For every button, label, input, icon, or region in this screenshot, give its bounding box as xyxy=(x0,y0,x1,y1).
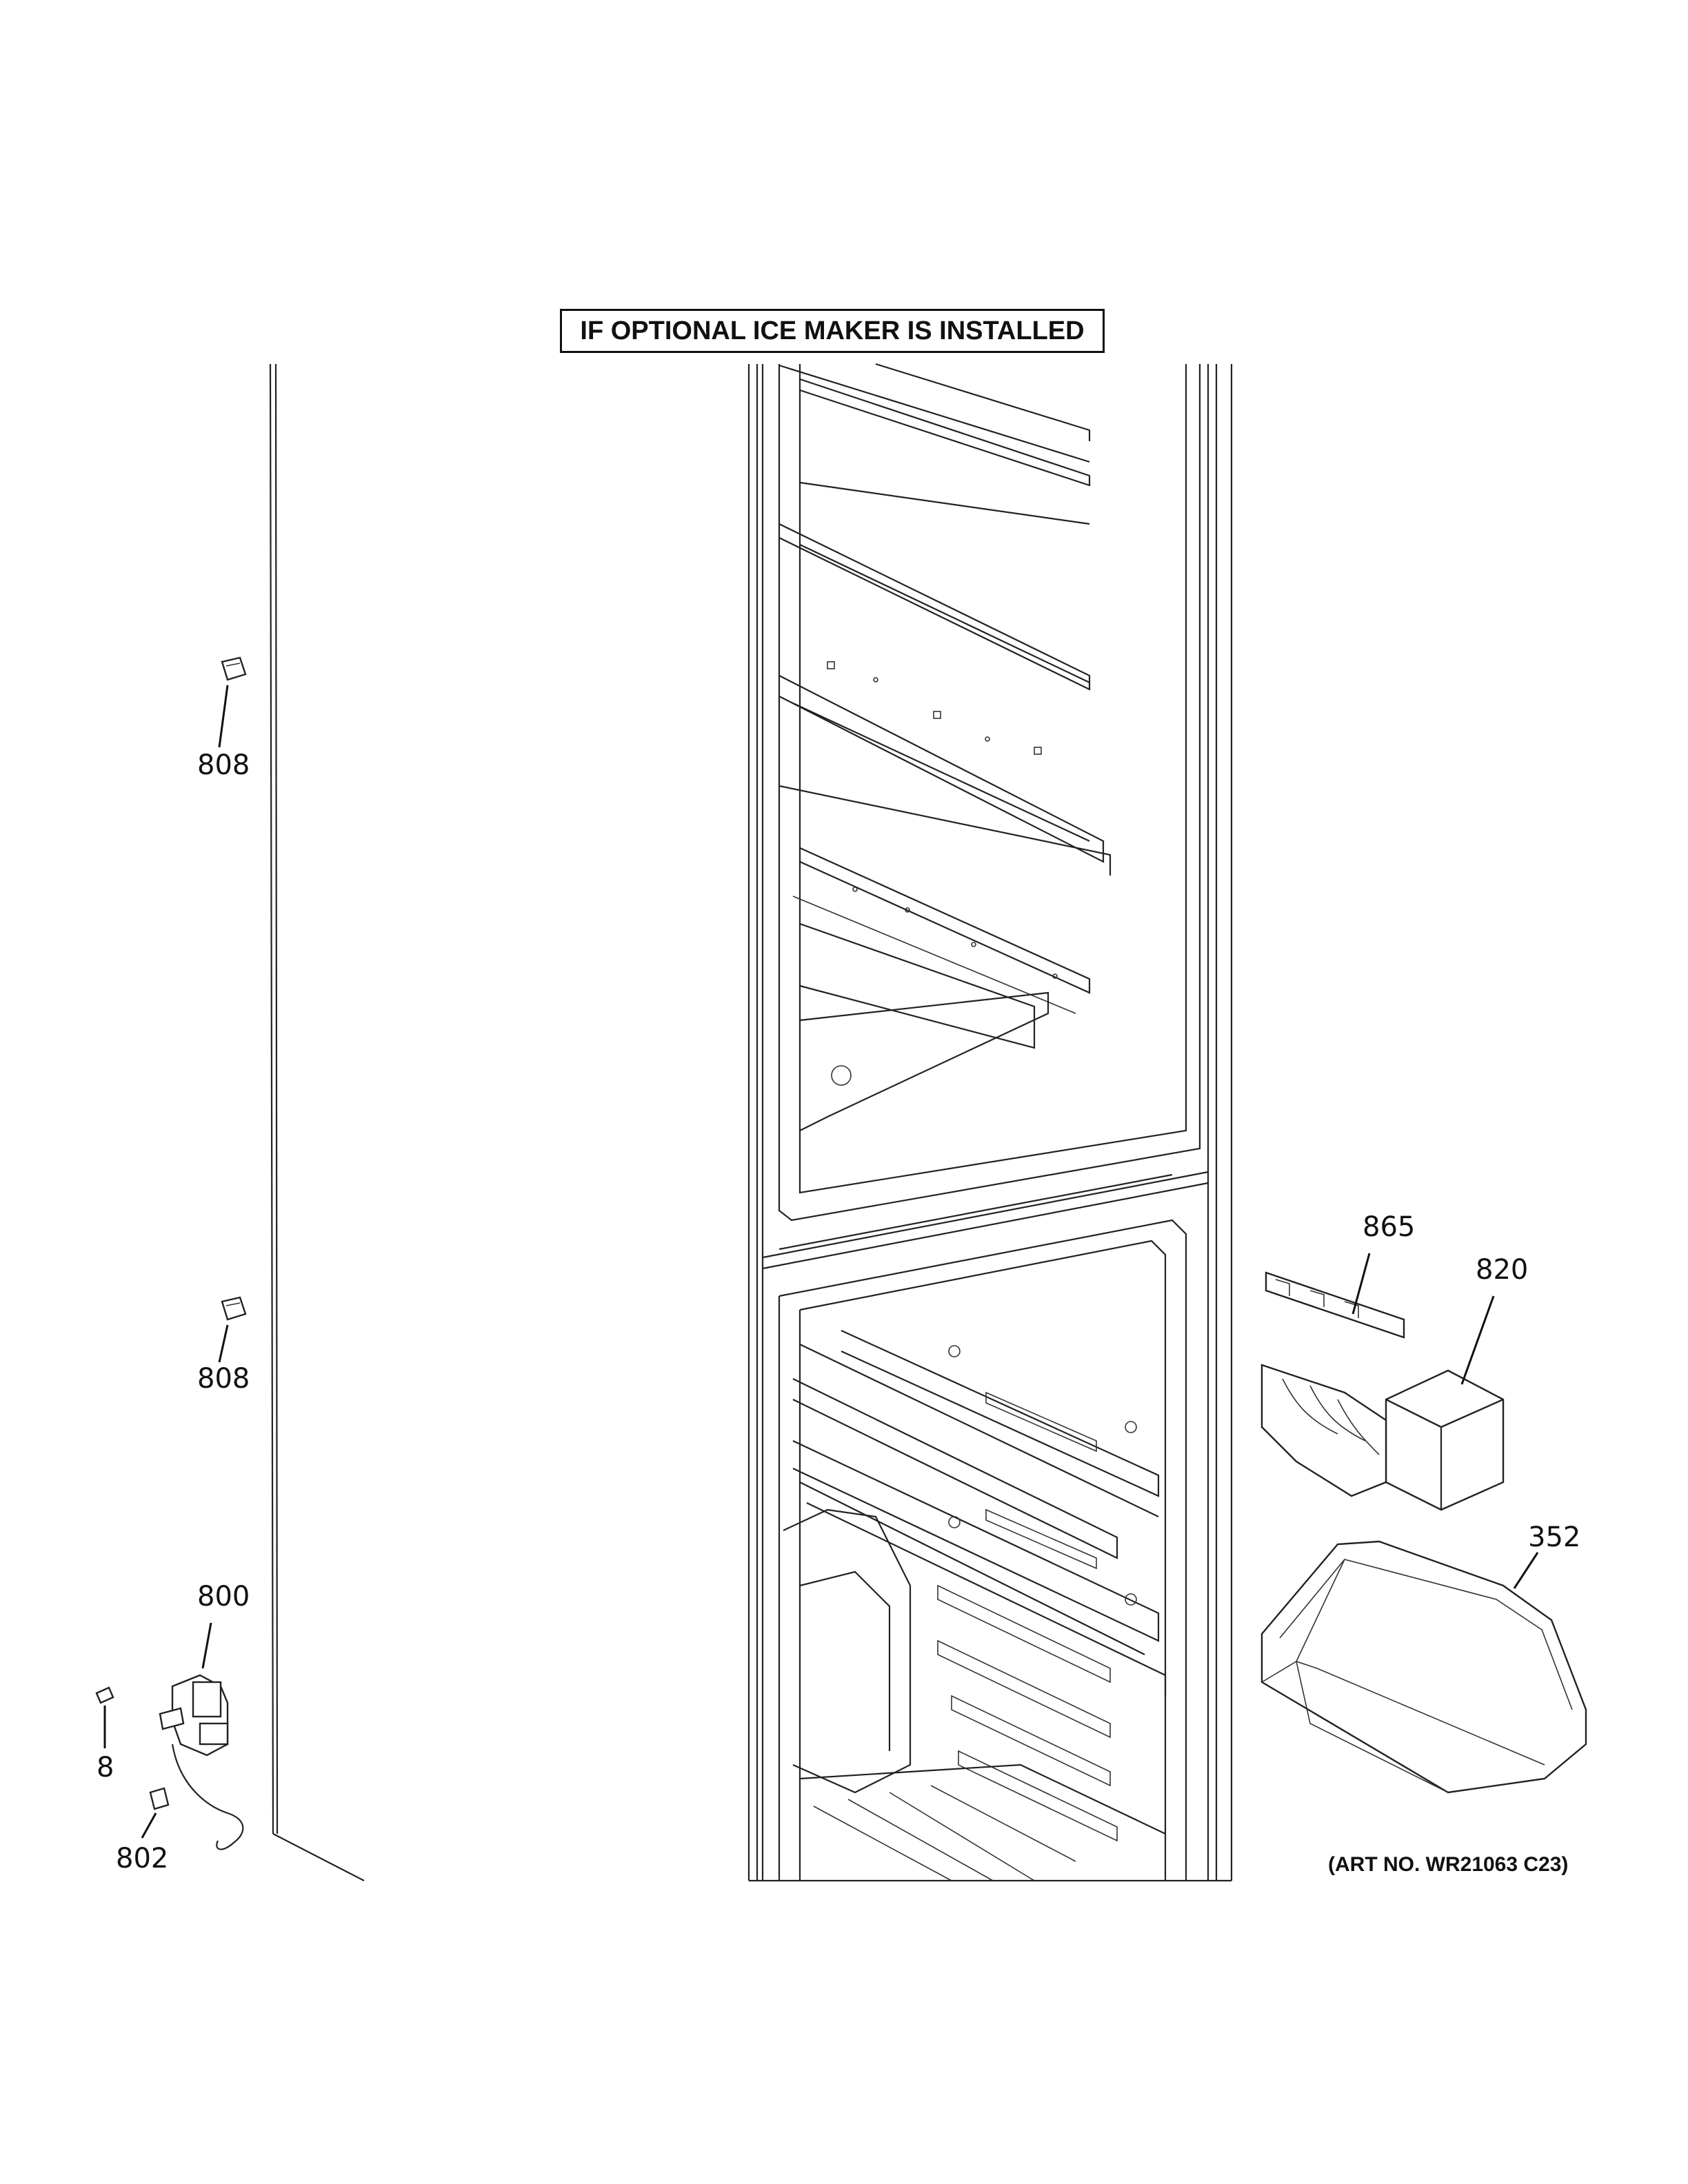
part-820-ice-maker xyxy=(1260,1295,1505,1511)
part-800-water-valve xyxy=(159,1622,244,1850)
callout-800: 800 xyxy=(197,1581,250,1612)
callout-808-middle: 808 xyxy=(197,1363,250,1395)
ice-maker-notice: IF OPTIONAL ICE MAKER IS INSTALLED xyxy=(560,309,1105,353)
callout-802: 802 xyxy=(116,1843,169,1874)
door-edge xyxy=(269,363,365,1881)
part-352-ice-bucket xyxy=(1260,1540,1587,1794)
callout-8: 8 xyxy=(97,1752,114,1783)
part-865-bracket xyxy=(1265,1253,1405,1339)
callout-820: 820 xyxy=(1476,1254,1529,1286)
part-808-plug-top xyxy=(218,656,247,748)
part-808-plug-middle xyxy=(218,1296,247,1363)
refrigerator-cabinet xyxy=(747,363,1233,1882)
callout-808-top: 808 xyxy=(197,749,250,781)
callout-865: 865 xyxy=(1363,1211,1416,1243)
callout-352: 352 xyxy=(1528,1521,1581,1553)
part-8-screw xyxy=(95,1686,114,1748)
part-802-clip xyxy=(141,1787,170,1839)
art-number: (ART NO. WR21063 C23) xyxy=(1328,1853,1569,1876)
